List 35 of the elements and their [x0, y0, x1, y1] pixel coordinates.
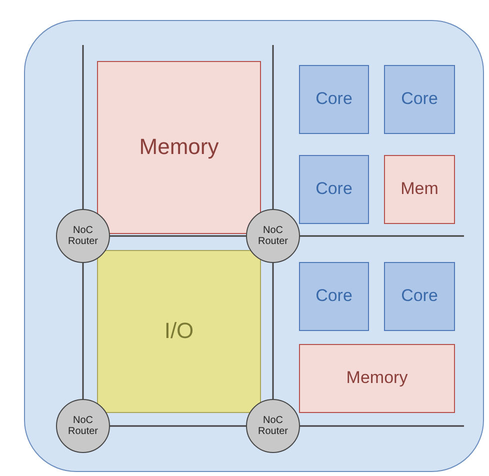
- router-circle: [56, 399, 110, 453]
- memory-block: [97, 61, 261, 234]
- interconnect-line: [82, 45, 84, 209]
- io-block: [97, 250, 261, 413]
- memory-block: [299, 344, 455, 413]
- router-circle: [56, 209, 110, 263]
- block-label: Memory: [346, 369, 408, 388]
- router-label: NoC Router: [256, 225, 289, 247]
- block-label: Core: [316, 90, 352, 109]
- block-label: Core: [316, 287, 352, 306]
- core-block: [299, 155, 369, 224]
- interconnect-line: [272, 263, 274, 399]
- router-circle: [246, 399, 300, 453]
- router-label: NoC Router: [256, 415, 289, 437]
- block-label: Core: [401, 287, 438, 306]
- core-block: [299, 65, 369, 134]
- block-label: Memory: [139, 135, 219, 160]
- router-label: NoC Router: [66, 225, 99, 247]
- interconnect-line: [82, 263, 84, 399]
- interconnect-line: [110, 235, 246, 237]
- interconnect-line: [300, 235, 464, 237]
- block-label: Core: [401, 90, 438, 109]
- core-block: [384, 65, 455, 134]
- router-label: NoC Router: [66, 415, 99, 437]
- core-block: [299, 262, 369, 331]
- block-label: Core: [316, 180, 352, 199]
- memory-block: [384, 155, 455, 224]
- interconnect-line: [110, 425, 246, 427]
- block-label: Mem: [400, 180, 438, 199]
- interconnect-line: [300, 425, 464, 427]
- chip-background: [24, 20, 484, 472]
- interconnect-line: [272, 45, 274, 209]
- core-block: [384, 262, 455, 331]
- block-label: I/O: [164, 319, 194, 344]
- router-circle: [246, 209, 300, 263]
